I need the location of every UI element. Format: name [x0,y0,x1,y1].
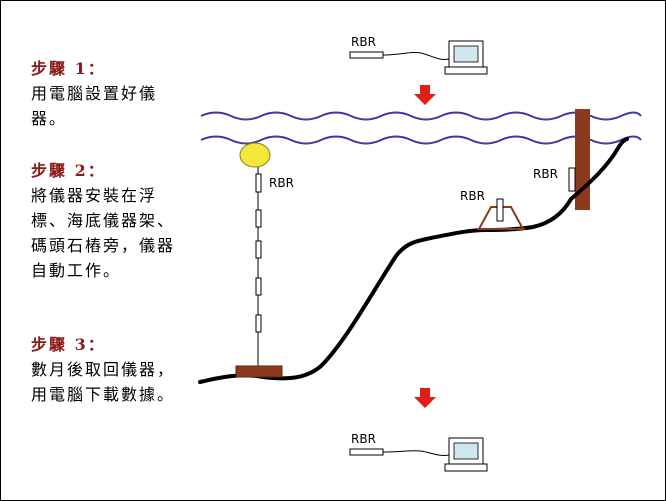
top-cable [382,51,450,60]
step-1: 步驟 1： 用電腦設置好儀器。 [31,56,176,131]
bottom-computer-icon [444,437,488,472]
step-3: 步驟 3： 數月後取回儀器，用電腦下載數據。 [31,332,176,407]
pier-logger-label: RBR [533,167,558,181]
step-1-title: 步驟 1： [31,59,106,78]
mooring-float-icon [255,314,262,333]
down-arrow-icon [414,388,436,408]
step-2-text: 將儀器安裝在浮標、海底儀器架、碼頭石樁旁，儀器自動工作。 [31,186,176,280]
mooring-anchor [235,365,283,378]
buoy-logger-label: RBR [269,176,294,190]
top-computer-icon [444,40,488,75]
step-3-title: 步驟 3： [31,335,106,354]
mooring-float-icon [255,209,262,228]
mooring-float-icon [255,277,262,296]
down-arrow-icon [414,85,436,105]
seabed-profile [198,137,629,384]
top-logger-label: RBR [351,35,376,49]
frame-logger-icon [496,198,504,222]
bottom-logger-icon [349,448,384,456]
step-2-title: 步驟 2： [31,161,106,180]
mooring-float-icon [255,240,262,259]
step-1-text: 用電腦設置好儀器。 [31,84,158,128]
buoy-icon [239,142,271,168]
step-3-text: 數月後取回儀器，用電腦下載數據。 [31,360,176,404]
seabed-frame: RBR [460,189,525,230]
top-logger-icon [349,51,384,59]
download-stage: RBR [349,432,488,472]
pier-logger-icon [568,167,576,192]
frame-logger-label: RBR [460,189,485,203]
buoy-logger-icon [255,173,262,193]
bottom-cable [382,450,450,456]
step-2: 步驟 2： 將儀器安裝在浮標、海底儀器架、碼頭石樁旁，儀器自動工作。 [31,158,176,283]
setup-stage: RBR [349,35,488,75]
buoy-mooring: RBR [235,142,294,378]
bottom-logger-label: RBR [351,432,376,446]
